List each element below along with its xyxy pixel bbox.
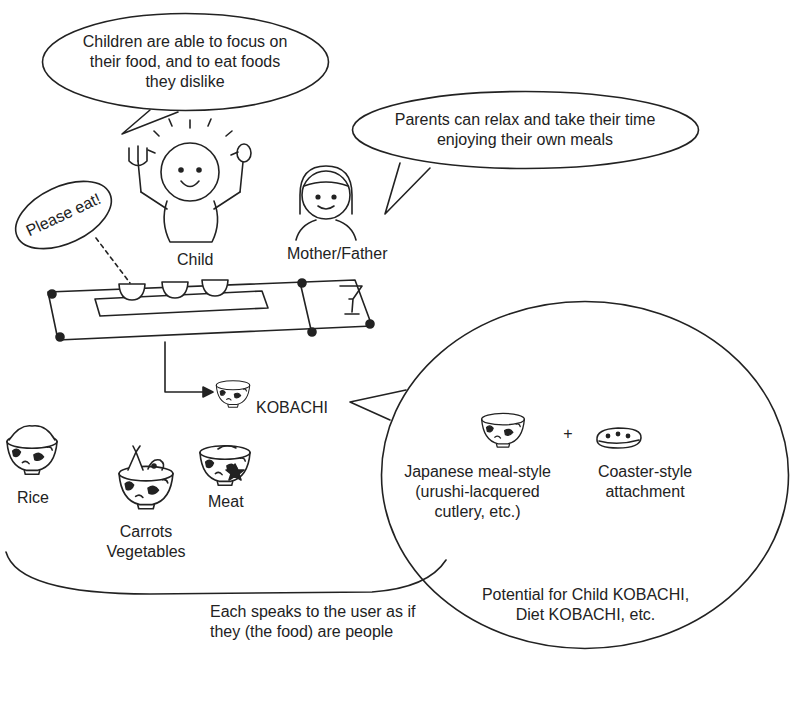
parent-figure (304, 182, 348, 186)
dining-table (308, 328, 316, 336)
meat-bowl (200, 446, 250, 486)
product-label: KOBACHI (256, 398, 328, 418)
parent-figure (336, 220, 356, 240)
sparkle-marks (148, 150, 155, 153)
bubble-outline (6, 552, 446, 594)
dining-table (340, 286, 362, 314)
speech-bubble: Parents can relax and take their time en… (351, 90, 700, 170)
bubble-outline (351, 90, 700, 170)
meat-bowl (218, 446, 236, 449)
vegetable-bowl (128, 446, 143, 470)
sparkle-marks (208, 119, 211, 126)
dining-table (162, 282, 188, 298)
rice-bowl (7, 426, 57, 474)
coaster-icon (597, 428, 641, 448)
leader-line (96, 238, 130, 283)
dining-table (119, 284, 145, 300)
bubble-text: Japanese meal-style (urushi-lacquered cu… (390, 462, 565, 522)
vegetable-bowl (148, 460, 164, 470)
sparkle-marks (148, 119, 238, 155)
child-figure (141, 192, 167, 209)
bubble-tail (122, 110, 430, 420)
kobachi-bowl (216, 381, 249, 407)
meat-bowl (226, 464, 244, 480)
coaster-icon (597, 428, 641, 448)
rice-bowl (7, 435, 57, 475)
child-figure (237, 144, 251, 162)
child-figure (214, 192, 240, 209)
child-figure (129, 143, 251, 242)
dining-table (298, 279, 306, 287)
vegetable-bowl (152, 464, 156, 468)
coaster-icon (599, 440, 639, 443)
dining-table (48, 279, 374, 341)
speech-bubble: Please eat! (3, 166, 124, 265)
child-figure (181, 181, 199, 187)
child-figure (240, 162, 243, 192)
parent-figure (302, 171, 350, 219)
bubble-outline (42, 14, 328, 111)
bubble-tail (122, 110, 178, 134)
note-text: Each speaks to the user as if they (the … (210, 602, 445, 642)
bubble-text: Parents can relax and take their time en… (383, 110, 668, 150)
child-figure (164, 201, 217, 242)
parent-figure (318, 206, 334, 209)
bubble-text: Children are able to focus on their food… (78, 32, 293, 92)
bubble-text: Potential for Child KOBACHI, Diet KOBACH… (468, 585, 703, 625)
bubble-tail (350, 390, 406, 420)
figure-label: Child (177, 250, 213, 270)
pointer-arrow (165, 342, 204, 392)
parent-figure (296, 220, 316, 240)
pointer-arrow (203, 387, 213, 397)
bubble-outline (5, 168, 122, 263)
coaster-icon (626, 434, 629, 437)
dining-table (48, 280, 372, 340)
sparkle-marks (226, 131, 232, 136)
pointer-arrow (165, 342, 213, 397)
sparkle-marks (231, 152, 238, 155)
food-label: Carrots Vegetables (99, 522, 194, 562)
parent-figure (316, 195, 320, 199)
vegetable-bowl (119, 466, 173, 508)
figure-label: Mother/Father (287, 244, 387, 264)
food-label: Meat (208, 492, 244, 512)
vegetable-bowl (119, 446, 173, 509)
child-figure (129, 146, 147, 166)
dining-table (56, 333, 64, 341)
coaster-icon (616, 432, 619, 435)
rice-bowl (9, 426, 55, 440)
bubble-outline (352, 92, 698, 169)
lacquer-bowl-icon (482, 413, 525, 447)
coaster-icon (606, 434, 609, 437)
meat-bowl (200, 446, 250, 486)
bubble-text: Coaster-style attachment (580, 462, 710, 502)
idea-bubble: Japanese meal-style (urushi-lacquered cu… (380, 300, 790, 650)
child-figure (197, 168, 201, 172)
food-label: Rice (17, 488, 49, 508)
parent-figure (300, 166, 352, 214)
sparkle-marks (169, 119, 172, 126)
dining-table (48, 290, 56, 298)
sparkle-marks (189, 120, 191, 128)
child-figure (161, 143, 219, 201)
speech-bubble: Children are able to focus on their food… (41, 12, 330, 112)
child-figure (179, 168, 183, 172)
bubble-tail (385, 163, 430, 214)
bubble-text: + (558, 424, 578, 444)
bubble-outline (382, 302, 789, 649)
sparkle-marks (154, 131, 159, 136)
dining-table (202, 280, 228, 296)
dining-table (300, 282, 312, 334)
dining-table (366, 320, 374, 328)
parent-figure (296, 166, 356, 240)
parent-figure (332, 195, 336, 199)
